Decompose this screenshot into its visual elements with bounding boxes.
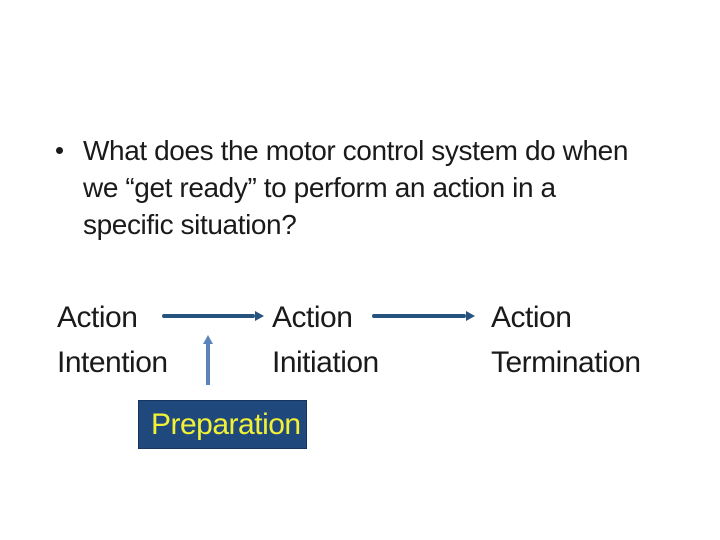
stage-1-line-1: Action bbox=[57, 301, 138, 334]
arrow-2-shaft bbox=[372, 314, 466, 318]
stage-2-line-2: Initiation bbox=[272, 346, 379, 379]
stage-1-line-2: Intention bbox=[57, 346, 168, 379]
arrow-1-shaft bbox=[162, 314, 255, 318]
up-arrow-shaft bbox=[206, 343, 210, 385]
arrow-2-head bbox=[466, 311, 475, 321]
question-text: What does the motor control system do wh… bbox=[83, 132, 698, 243]
stage-action-initiation: Action Initiation bbox=[272, 295, 379, 385]
stage-2-line-1: Action bbox=[272, 301, 353, 334]
stage-action-intention: Action Intention bbox=[57, 295, 168, 385]
bullet-marker bbox=[56, 147, 63, 154]
question-line-3: specific situation? bbox=[83, 209, 297, 240]
preparation-label: Preparation bbox=[151, 407, 301, 441]
stage-3-line-2: Termination bbox=[491, 346, 641, 379]
question-line-1: What does the motor control system do wh… bbox=[83, 135, 629, 166]
preparation-box: Preparation bbox=[138, 400, 307, 449]
arrow-1-head bbox=[255, 311, 264, 321]
stage-action-termination: Action Termination bbox=[491, 295, 641, 385]
question-line-2: we “get ready” to perform an action in a bbox=[83, 172, 556, 203]
stage-3-line-1: Action bbox=[491, 301, 572, 334]
up-arrow-head bbox=[203, 335, 213, 344]
